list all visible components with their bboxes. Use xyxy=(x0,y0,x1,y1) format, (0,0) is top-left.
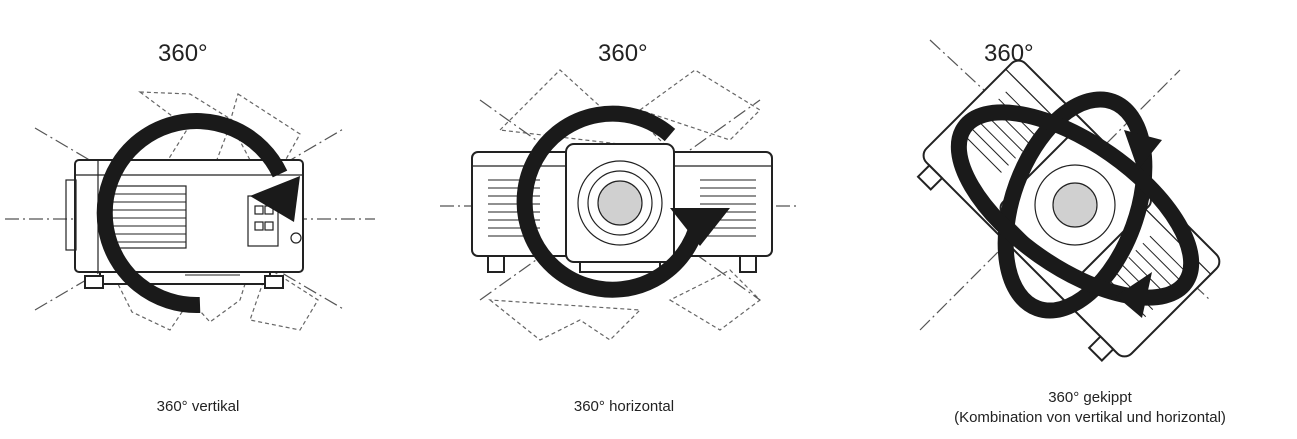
caption-tilted-line2: (Kombination von vertikal und horizontal… xyxy=(954,409,1226,426)
projector-side-icon xyxy=(5,91,375,331)
caption-tilted-line1: 360° gekippt xyxy=(1048,389,1132,406)
caption-horizontal: 360° horizontal xyxy=(573,398,675,415)
degree-label-horizontal: 360° xyxy=(598,40,648,67)
panel-horizontal: 360° xyxy=(430,0,850,439)
caption-vertical: 360° vertikal xyxy=(156,398,240,415)
projector-front-icon xyxy=(440,69,800,341)
panel-vertical: 360° xyxy=(0,0,400,439)
projector-tilted-icon xyxy=(916,39,1221,362)
degree-label-vertical: 360° xyxy=(158,40,208,67)
panel-tilted: 360° xyxy=(880,0,1297,439)
caption-tilted: 360° gekippt (Kombination von vertikal u… xyxy=(885,388,1295,428)
